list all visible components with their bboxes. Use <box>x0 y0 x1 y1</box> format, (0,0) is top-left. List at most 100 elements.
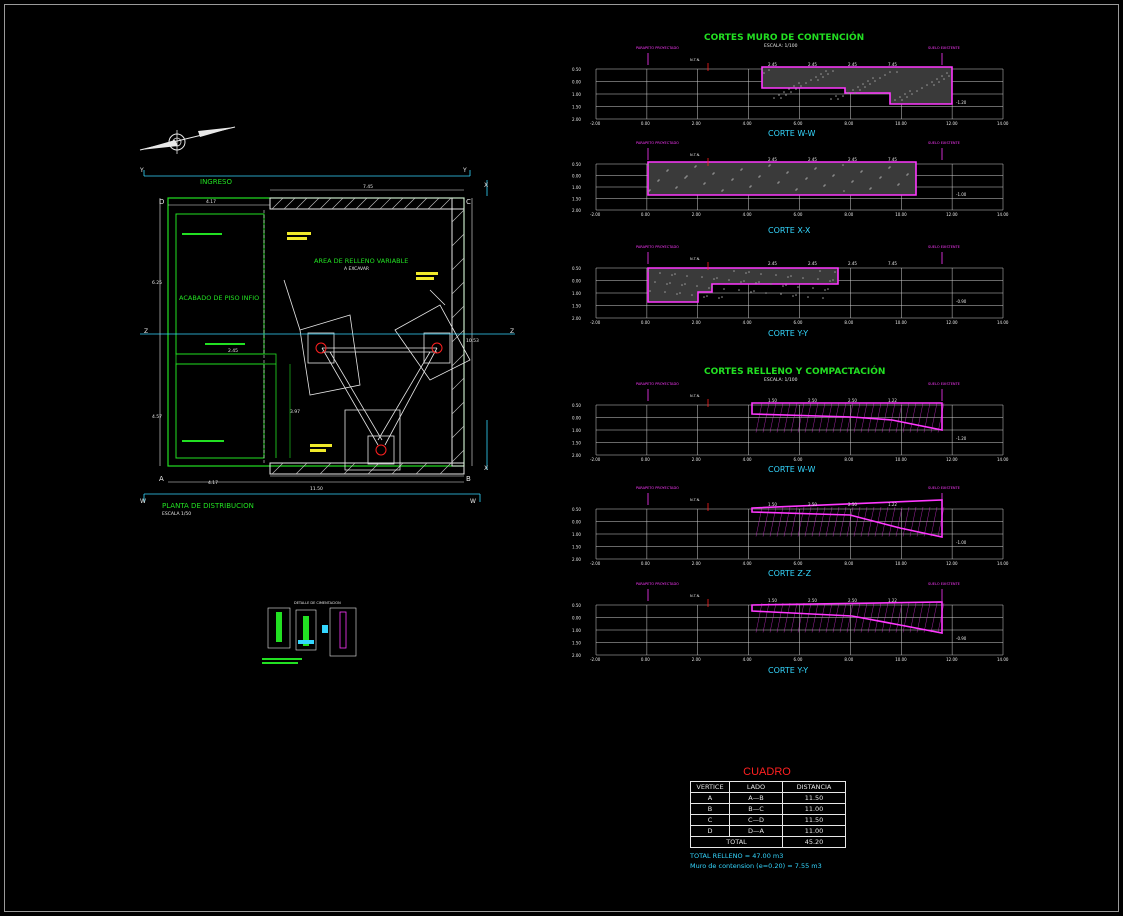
dimension-label: 2.45 <box>848 62 857 67</box>
axis-x-bottom: X <box>484 465 488 472</box>
axis-tick-label: 6.00 <box>794 457 803 462</box>
table-cell: D <box>690 825 730 837</box>
hatch-line <box>846 602 854 633</box>
aggregate-dot <box>872 77 874 79</box>
hatch-line <box>902 506 910 537</box>
marker-label: SUELO EXISTENTE <box>928 382 960 386</box>
aggregate-dot <box>901 99 903 101</box>
hatch-line <box>818 506 826 537</box>
aggregate-dot <box>825 70 827 72</box>
col-header-vertex: VERTICE <box>690 781 730 793</box>
hatch-line <box>937 402 945 433</box>
aggregate-dot <box>907 173 909 175</box>
axis-tick-label: 12.00 <box>946 121 958 126</box>
hatch-line <box>909 402 917 433</box>
aggregate-dot <box>658 179 660 181</box>
aggregate-dot <box>684 283 686 285</box>
aggregate-dot <box>664 291 666 293</box>
aggregate-dot <box>795 294 797 296</box>
hatch-line <box>860 602 868 633</box>
hatch-line <box>776 602 784 633</box>
wall-sections-scale: ESCALA: 1/100 <box>764 43 798 49</box>
aggregate-dot <box>686 175 688 177</box>
aggregate-dot <box>860 171 862 173</box>
aggregate-dot <box>948 75 950 77</box>
side-level-label: -1.00 <box>956 540 967 545</box>
axis-tick-label: 8.00 <box>844 212 853 217</box>
aggregate-dot <box>810 79 812 81</box>
hatch-line <box>832 506 840 537</box>
hatch-line <box>804 506 812 537</box>
aggregate-dot <box>835 95 837 97</box>
hatch-line <box>846 402 854 433</box>
vertex-d: D <box>159 198 164 206</box>
level-tick-label: 0.50 <box>572 507 581 512</box>
level-tick-label: 0.00 <box>572 174 581 179</box>
axis-tick-label: 2.00 <box>692 457 701 462</box>
aggregate-dot <box>870 187 872 189</box>
level-tick-label: 1.50 <box>572 197 581 202</box>
hatch-line <box>839 602 847 633</box>
dimension-label: 1.50 <box>768 398 777 403</box>
aggregate-dot <box>780 293 782 295</box>
axis-tick-label: 14.00 <box>997 561 1009 566</box>
aggregate-dot <box>769 164 771 166</box>
aggregate-dot <box>667 169 669 171</box>
aggregate-dot <box>648 190 650 192</box>
axis-tick-label: 8.00 <box>844 457 853 462</box>
aggregate-dot <box>685 176 687 178</box>
hatch-line <box>853 402 861 433</box>
dimension-label: 2.45 <box>808 261 817 266</box>
hatch-line <box>776 506 784 537</box>
wall-sections-title: CORTES MURO DE CONTENCIÓN <box>704 31 864 43</box>
level-tick-label: 1.50 <box>572 545 581 550</box>
level-tick-label: 2.00 <box>572 453 581 458</box>
aggregate-dot <box>753 290 755 292</box>
aggregate-dot <box>822 76 824 78</box>
cut-label-fill-1: CORTE Z-Z <box>768 569 812 578</box>
hatch-line <box>853 506 861 537</box>
aggregate-dot <box>666 170 668 172</box>
aggregate-dot <box>819 270 821 272</box>
side-level-label: -1.20 <box>956 100 967 105</box>
hatch-line <box>769 602 777 633</box>
level-tick-label: 0.00 <box>572 80 581 85</box>
aggregate-dot <box>806 177 808 179</box>
aggregate-dot <box>785 284 787 286</box>
aggregate-dot <box>759 175 761 177</box>
hatch-line <box>762 402 770 433</box>
hatch-line <box>930 506 938 537</box>
aggregate-dot <box>931 81 933 83</box>
drawing-frame <box>4 4 1119 912</box>
dim-inner: 4.17 <box>208 480 218 486</box>
aggregate-dot <box>824 184 826 186</box>
aggregate-dot <box>921 87 923 89</box>
table-row: C C—D 11.50 <box>690 814 846 826</box>
level-tick-label: 2.00 <box>572 117 581 122</box>
side-level-label: -1.00 <box>956 192 967 197</box>
level-tick-label: 0.00 <box>572 616 581 621</box>
aggregate-dot <box>861 170 863 172</box>
aggregate-dot <box>787 171 789 173</box>
hatch-line <box>839 506 847 537</box>
aggregate-dot <box>824 289 826 291</box>
hatch-line <box>797 602 805 633</box>
axis-tick-label: 6.00 <box>794 561 803 566</box>
aggregate-dot <box>785 94 787 96</box>
hatch-line <box>832 402 840 433</box>
hatch-line <box>839 402 847 433</box>
aggregate-dot <box>854 92 856 94</box>
level-tick-label: 1.00 <box>572 185 581 190</box>
dimension-label: 7.45 <box>888 62 897 67</box>
hatch-line <box>888 506 896 537</box>
level-tick-label: 0.50 <box>572 266 581 271</box>
dim-inner-3: 2.45 <box>228 348 238 354</box>
level-tick-label: 0.00 <box>572 279 581 284</box>
aggregate-dot <box>823 185 825 187</box>
hatch-line <box>916 602 924 633</box>
dimension-label: 2.50 <box>848 502 857 507</box>
cut-label-fill-0: CORTE W-W <box>768 465 815 474</box>
aggregate-dot <box>738 289 740 291</box>
hatch-line <box>916 402 924 433</box>
axis-tick-label: 10.00 <box>895 657 907 662</box>
